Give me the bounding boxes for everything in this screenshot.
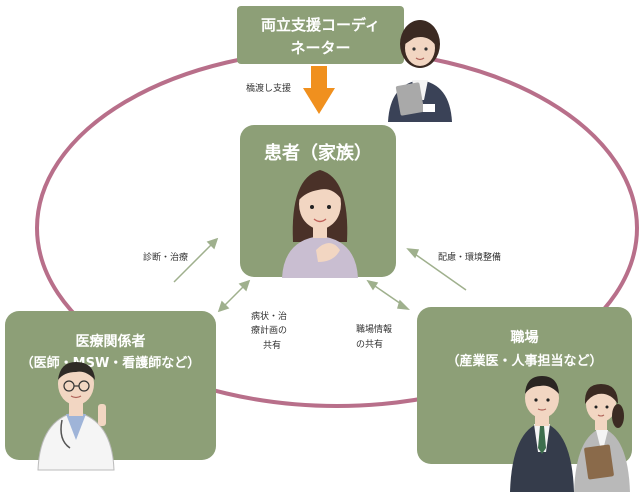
coordinator-title-line1: 両立支援コーディ xyxy=(261,16,380,34)
arrow-medical-patient-share xyxy=(217,279,251,313)
work-label-line1: 職場情報 xyxy=(356,325,393,335)
medical-box: 医療関係者 （医師・MSW・看護師など） xyxy=(5,311,216,460)
arrow-workplace-patient-consider xyxy=(406,248,467,291)
arrow-workplace-patient-share xyxy=(366,279,411,310)
work-label-line2: の共有 xyxy=(356,340,384,350)
arrow-medical-patient-diag xyxy=(173,237,219,283)
coordinator-box: 両立支援コーディ ネーター xyxy=(237,6,404,64)
consideration-label: 配慮・環境整備 xyxy=(438,253,502,263)
bridge-arrow xyxy=(303,66,335,114)
workplace-title-line1: 職場 xyxy=(510,330,539,346)
patient-title: 患者（家族） xyxy=(264,143,372,164)
coordinator-title-line2: ネーター xyxy=(290,39,351,57)
businesswoman-figure xyxy=(574,384,630,492)
businessman-figure xyxy=(510,376,574,492)
bridge-label: 橋渡し支援 xyxy=(246,84,292,94)
share-label-line3: 共有 xyxy=(263,341,282,351)
workplace-title-line2: （産業医・人事担当など） xyxy=(446,354,603,369)
medical-title-line1: 医療関係者 xyxy=(75,334,146,350)
share-label-line1: 病状・治 xyxy=(251,312,288,322)
share-label-line2: 療計画の xyxy=(251,326,288,336)
diagnosis-label: 診断・治療 xyxy=(143,253,189,263)
